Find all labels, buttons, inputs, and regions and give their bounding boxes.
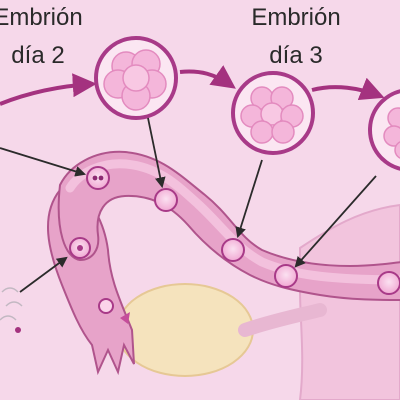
ovary [116,283,254,377]
zygote-pronucleus-b [98,175,104,181]
embryo-tube-b [221,238,245,262]
embryo-tube-c [274,264,298,288]
fallopian-tube [57,150,400,301]
embryo-day4-partial [368,89,400,171]
embryo-day2-title: Embrión [0,4,83,31]
arrow-day2-to-day3 [179,65,236,89]
pointer-day4 [294,175,377,268]
pointer-zygote [0,147,87,177]
sperm-head [15,327,21,333]
embryo-day2-day: día 2 [11,42,65,69]
tube-lumen [65,159,400,285]
arrow-to-day2 [0,73,97,106]
pointer-egg [19,256,68,293]
ruptured-follicle [120,312,130,324]
egg-fertilized-nucleus [77,245,83,251]
embryo-day2 [94,36,178,120]
zygote-pronucleus-a [92,175,98,181]
arrow-day3-to-next [311,77,385,101]
embryo-day3-title: Embrión [251,4,341,31]
pointer-day3 [235,159,263,239]
embryo-uterus [377,271,400,295]
embryo-day3 [231,71,315,155]
embryo-tube-a [154,188,178,212]
embryo-day3-day: día 3 [269,42,323,69]
ovary-ligament [238,303,327,337]
sperm-group [0,287,23,321]
zygote [86,166,110,190]
pointer-day2 [147,117,166,189]
follicle [98,298,114,314]
uterus-body [298,203,400,400]
